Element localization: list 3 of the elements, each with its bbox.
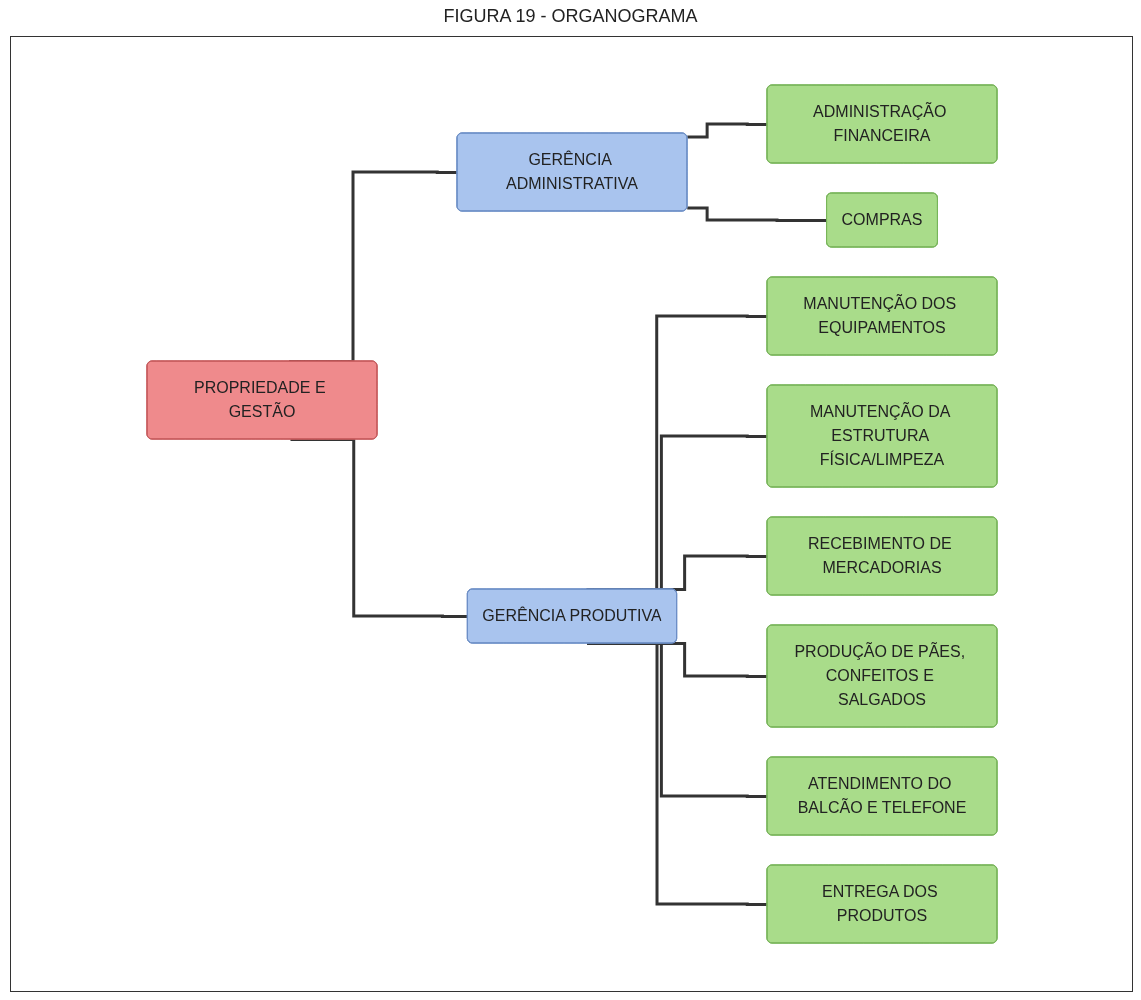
connector xyxy=(686,206,827,222)
connector xyxy=(686,122,767,139)
figure-title: FIGURA 19 - ORGANOGRAMA xyxy=(442,5,699,28)
